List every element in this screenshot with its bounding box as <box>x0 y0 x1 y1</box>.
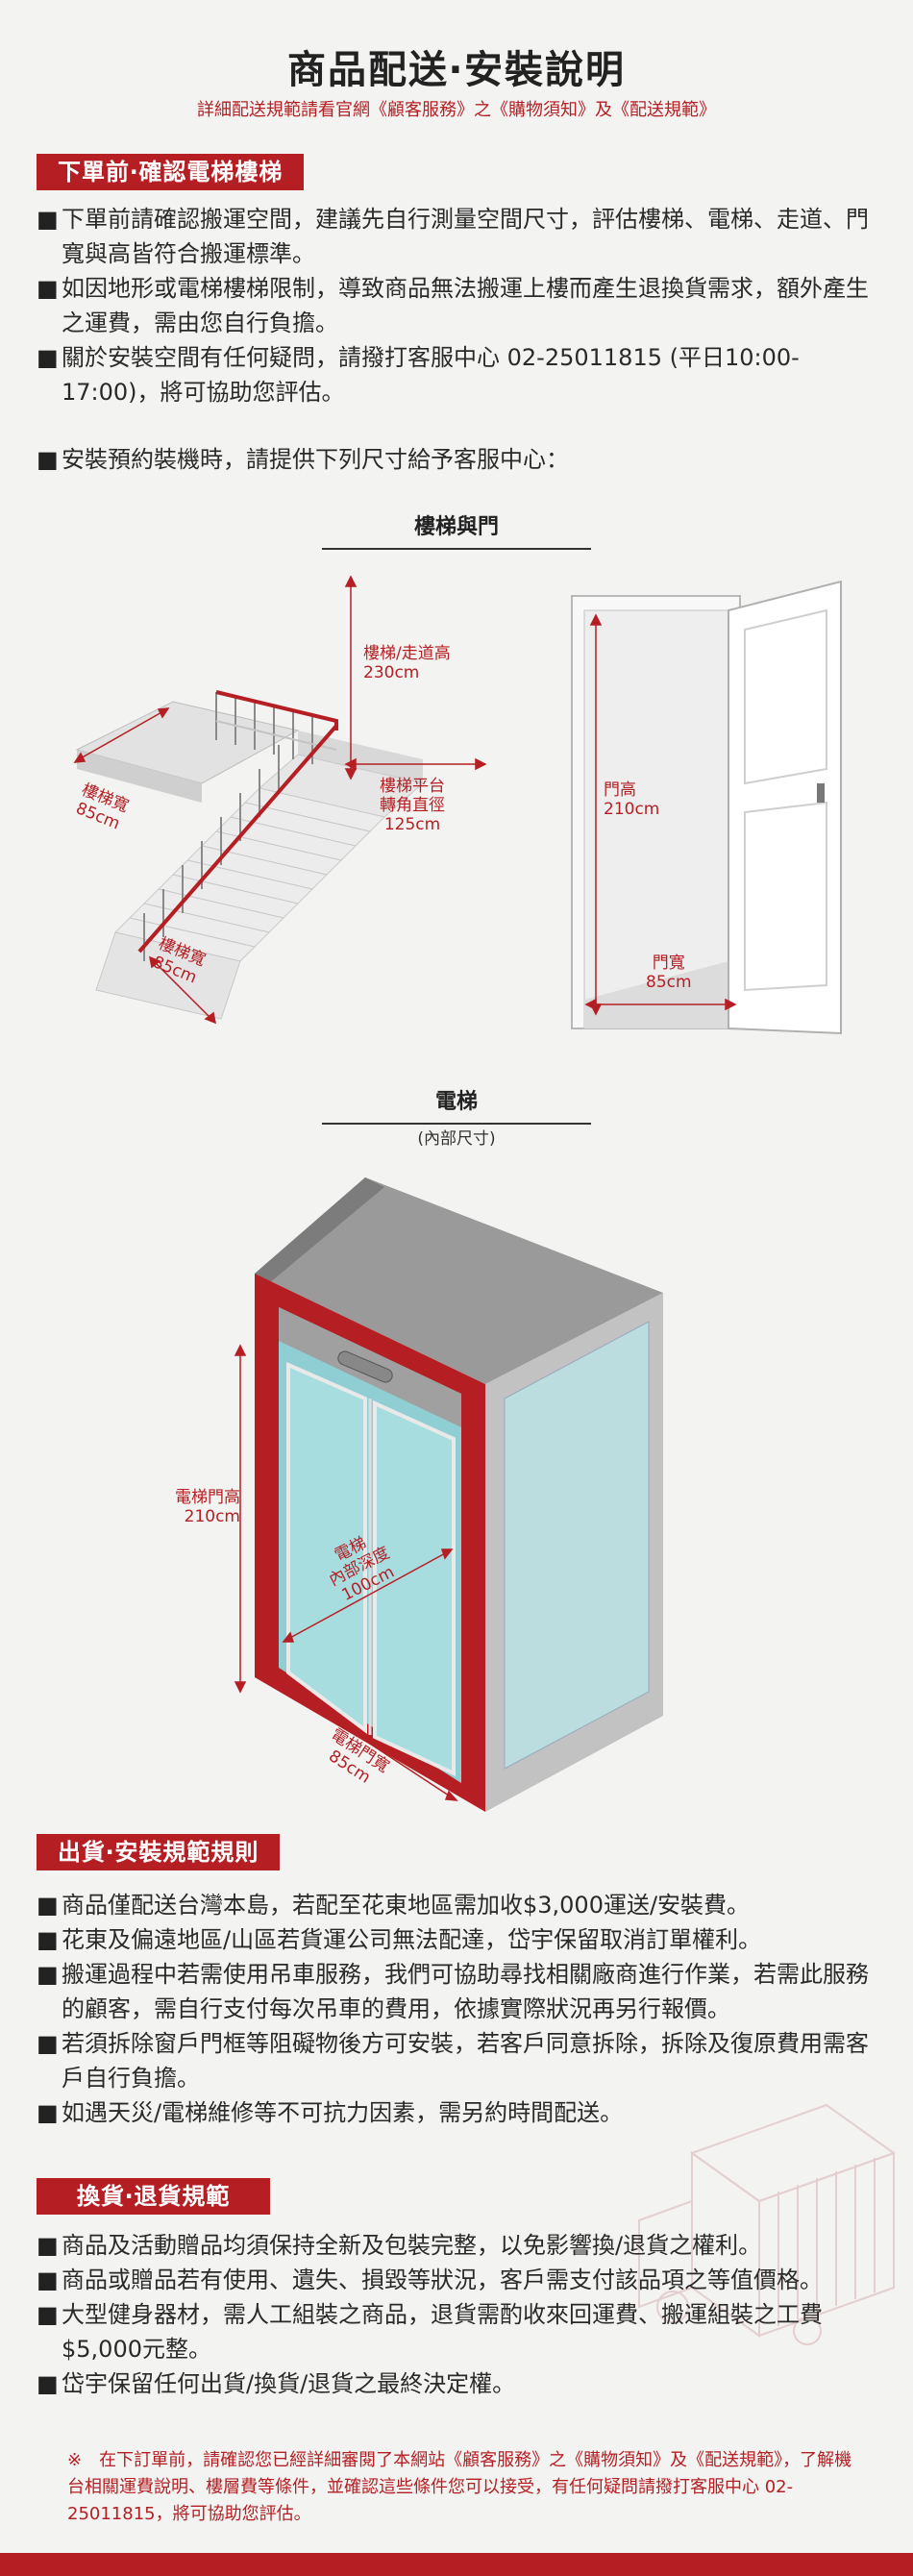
shipping-list: ■商品僅配送台灣本島，若配至花東地區需加收$3,000運送/安裝費。 ■花東及偏… <box>37 1888 882 2130</box>
stairs-door-title: 樓梯與門 <box>322 509 591 550</box>
door-illustration <box>571 580 842 1035</box>
bullet-square-icon: ■ <box>37 2301 59 2328</box>
footer-bar <box>0 2553 913 2576</box>
stair-height-value: 230cm <box>363 663 420 682</box>
list-item: ■如遇天災/電梯維修等不可抗力因素，需另約時間配送。 <box>37 2095 882 2130</box>
section-tag-returns: 換貨‧退貨規範 <box>37 2178 271 2215</box>
bullet-square-icon: ■ <box>37 1892 59 1919</box>
page-subtitle: 詳細配送規範請看官網《顧客服務》之《購物須知》及《配送規範》 <box>197 100 716 120</box>
elevator-title: 電梯 <box>322 1084 591 1125</box>
bullet-square-icon: ■ <box>37 2232 59 2259</box>
landing-value: 125cm <box>383 815 441 834</box>
truck-watermark-icon <box>638 2103 897 2345</box>
elevator-door-height-value: 210cm <box>184 1507 240 1526</box>
list-item: ■商品僅配送台灣本島，若配至花東地區需加收$3,000運送/安裝費。 <box>37 1888 882 1922</box>
bullet-square-icon: ■ <box>37 2030 59 2057</box>
list-item: ■若須拆除窗戶門框等阻礙物後方可安裝，若客戶同意拆除，拆除及復原費用需客戶自行負… <box>37 2026 882 2095</box>
door-height-value: 210cm <box>604 800 660 819</box>
section-tag-before-order: 下單前‧確認電梯樓梯 <box>37 154 305 190</box>
landing-label-2: 轉角直徑 <box>380 796 445 815</box>
bullet-square-icon: ■ <box>37 2370 59 2397</box>
bullet-square-icon: ■ <box>37 275 59 302</box>
bullet-square-icon: ■ <box>37 2099 59 2126</box>
returns-list: ■商品及活動贈品均須保持全新及包裝完整，以免影響換/退貨之權利。 ■商品或贈品若… <box>37 2228 882 2401</box>
page-title: 商品配送‧安裝說明 <box>287 48 626 92</box>
door-height-label: 門高 <box>604 780 636 800</box>
door-width-value: 85cm <box>646 973 692 992</box>
stair-height-label: 樓梯/走道高 <box>363 644 451 663</box>
footer-note: ※ 在下訂單前，請確認您已經詳細審閱了本網站《顧客服務》之《購物須知》及《配送規… <box>67 2450 852 2524</box>
list-item: ■岱宇保留任何出貨/換貨/退貨之最終決定權。 <box>37 2366 882 2401</box>
list-item: ■關於安裝空間有任何疑問，請撥打客服中心 02-25011815 (平日10:0… <box>37 340 882 409</box>
elevator-door-height-label: 電梯門高 <box>175 1488 240 1507</box>
list-item: ■如因地形或電梯樓梯限制，導致商品無法搬運上樓而產生退換貨需求，額外產生之運費，… <box>37 271 882 340</box>
list-item: ■下單前請確認搬運空間，建議先自行測量空間尺寸，評估樓梯、電梯、走道、門寬與高皆… <box>37 202 882 271</box>
bullet-square-icon: ■ <box>37 206 59 233</box>
list-item: ■搬運過程中若需使用吊車服務，我們可協助尋找相關廠商進行作業，若需此服務的顧客，… <box>37 1957 882 2026</box>
elevator-illustration <box>234 1177 663 1812</box>
bullet-square-icon: ■ <box>37 344 59 371</box>
bullet-square-icon: ■ <box>37 1926 59 1953</box>
bullet-square-icon: ■ <box>37 2266 59 2293</box>
bullet-square-icon: ■ <box>37 1961 59 1988</box>
stairs-illustration <box>73 575 487 1025</box>
door-width-label: 門寬 <box>652 954 685 973</box>
bullet-square-icon: ■ <box>37 446 59 473</box>
section-tag-shipping: 出貨‧安裝規範規則 <box>37 1834 281 1870</box>
list-item: ■商品及活動贈品均須保持全新及包裝完整，以免影響換/退貨之權利。 <box>37 2228 882 2263</box>
elevator-subtitle: (內部尺寸) <box>417 1129 496 1149</box>
install-note: ■安裝預約裝機時，請提供下列尺寸給予客服中心： <box>37 442 882 477</box>
list-item: ■大型健身器材，需人工組裝之商品，退貨需酌收來回運費、搬運組裝之工費$5,000… <box>37 2297 882 2366</box>
before-order-list: ■下單前請確認搬運空間，建議先自行測量空間尺寸，評估樓梯、電梯、走道、門寬與高皆… <box>37 202 882 409</box>
landing-label-1: 樓梯平台 <box>380 777 445 796</box>
list-item: ■商品或贈品若有使用、遺失、損毀等狀況，客戶需支付該品項之等值價格。 <box>37 2263 882 2297</box>
list-item: ■花東及偏遠地區/山區若貨運公司無法配達，岱宇保留取消訂單權利。 <box>37 1922 882 1957</box>
